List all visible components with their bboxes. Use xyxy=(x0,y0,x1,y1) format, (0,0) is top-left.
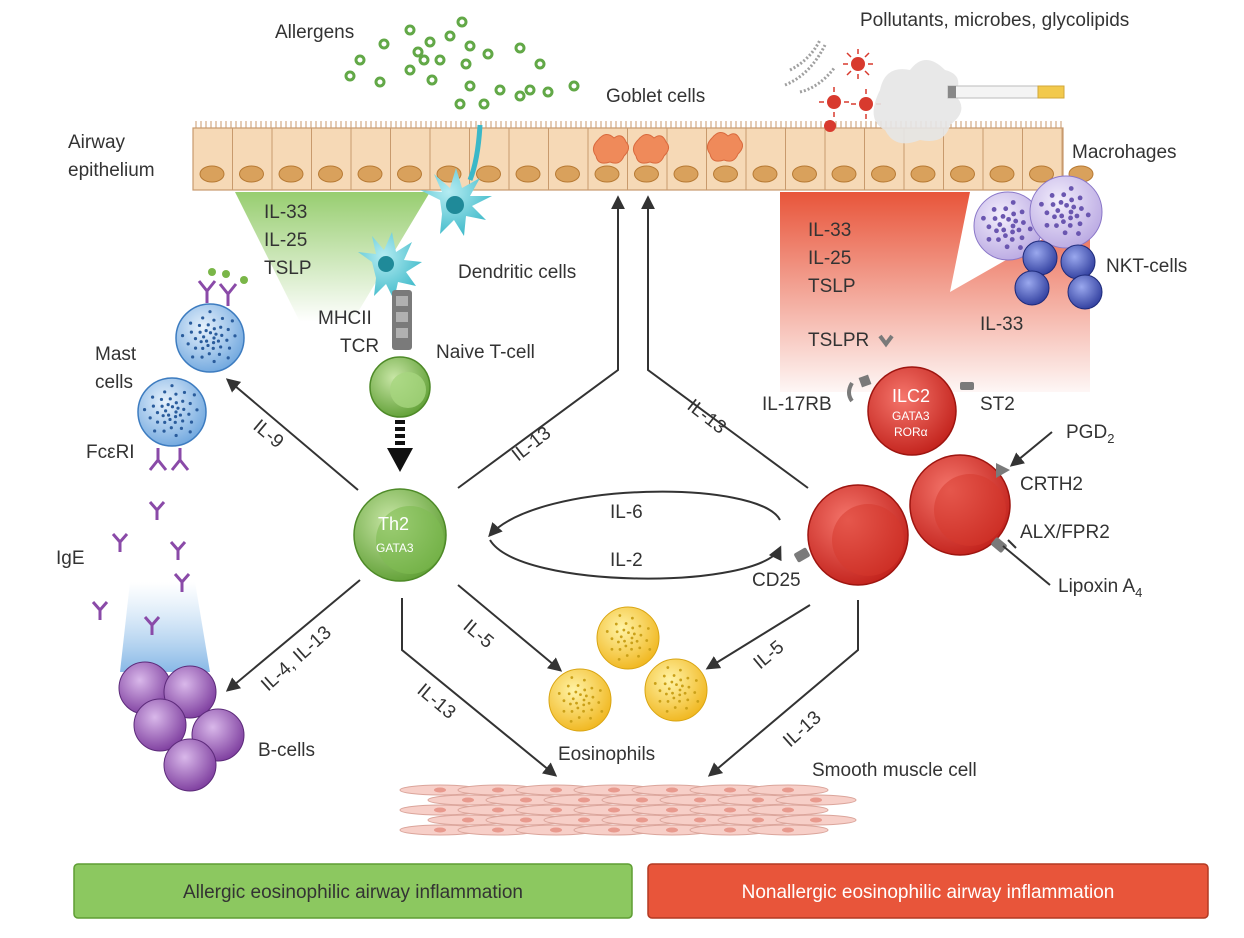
label-il33-left: IL-33 xyxy=(264,202,307,223)
macrophage-icons xyxy=(973,175,1103,261)
label-dendritic-cells: Dendritic cells xyxy=(458,262,576,283)
naive-t-cell-icon xyxy=(369,356,431,418)
label-il33-nkt: IL-33 xyxy=(980,314,1023,335)
label-st2: ST2 xyxy=(980,394,1015,415)
label-th2: Th2 xyxy=(378,514,409,534)
label-alx: ALX/FPR2 xyxy=(1020,522,1110,543)
label-il2: IL-2 xyxy=(610,550,643,571)
ilc2-receptor-icons xyxy=(794,334,1010,563)
label-bcells: B-cells xyxy=(258,740,315,761)
blue-ige-cone xyxy=(120,582,210,672)
label-lipoxin: Lipoxin A4 xyxy=(1058,576,1142,600)
green-signal-cone xyxy=(235,192,430,322)
label-mast: Mast xyxy=(95,344,137,365)
label-tslp-right: TSLP xyxy=(808,276,856,297)
dendritic-cell-icons xyxy=(358,124,492,300)
label-crth2: CRTH2 xyxy=(1020,474,1083,495)
label-eosinophils: Eosinophils xyxy=(558,744,655,765)
label-tslp-left: TSLP xyxy=(264,258,312,279)
ilc2-cell-icons xyxy=(807,366,1011,586)
label-tcr: TCR xyxy=(340,336,379,357)
label-ige: IgE xyxy=(56,548,85,569)
label-pollutants: Pollutants, microbes, glycolipids xyxy=(860,10,1129,31)
label-ilc2: ILC2 xyxy=(892,386,930,406)
red-signal-cone xyxy=(780,192,1090,392)
label-smooth-muscle: Smooth muscle cell xyxy=(812,760,977,781)
legend-nonallergic: Nonallergic eosinophilic airway inflamma… xyxy=(647,863,1209,919)
label-il33-right: IL-33 xyxy=(808,220,851,241)
label-pgd-sub: 2 xyxy=(1107,431,1114,446)
label-naive-tcell: Naive T-cell xyxy=(436,342,535,363)
mhcii-tcr-complex xyxy=(392,290,412,350)
b-cell-icons xyxy=(118,661,245,792)
legend-allergic: Allergic eosinophilic airway inflammatio… xyxy=(73,863,633,919)
label-pgd-main: PGD xyxy=(1066,422,1107,443)
label-allergens: Allergens xyxy=(275,22,354,43)
allergen-particles xyxy=(344,16,580,110)
label-il17rb: IL-17RB xyxy=(762,394,832,415)
label-epithelium: epithelium xyxy=(68,160,155,181)
label-goblet-cells: Goblet cells xyxy=(606,86,705,107)
signal-arrows xyxy=(225,195,1053,777)
airway-epithelium xyxy=(192,121,1094,191)
activation-arrow xyxy=(387,420,413,472)
label-th2-gata3: GATA3 xyxy=(376,541,414,555)
nkt-cell-icons xyxy=(1014,240,1103,310)
ige-molecule-icons xyxy=(91,501,191,635)
label-lipoxin-main: Lipoxin A xyxy=(1058,576,1135,597)
label-fceri: FcεRI xyxy=(86,442,135,463)
label-il25-right: IL-25 xyxy=(808,248,851,269)
label-cd25: CD25 xyxy=(752,570,801,591)
allergen-bound-icons xyxy=(208,268,248,284)
label-pgd: PGD2 xyxy=(1066,422,1114,446)
smooth-muscle-icon xyxy=(399,784,857,836)
pollutant-icons xyxy=(784,39,1065,144)
label-il6: IL-6 xyxy=(610,502,643,523)
label-macrophages: Macrohages xyxy=(1072,142,1177,163)
label-tslpr: TSLPR xyxy=(808,330,869,351)
label-ilc2-ror: RORα xyxy=(894,425,928,439)
legend-nonallergic-label: Nonallergic eosinophilic airway inflamma… xyxy=(742,882,1115,903)
mast-cell-icons xyxy=(137,303,245,447)
legend-allergic-label: Allergic eosinophilic airway inflammatio… xyxy=(183,882,523,903)
label-ilc2-gata3: GATA3 xyxy=(892,409,930,423)
fceri-receptor-icons xyxy=(148,280,238,471)
eosinophil-icons xyxy=(548,606,708,732)
label-lipoxin-sub: 4 xyxy=(1135,585,1142,600)
label-mhcii: MHCII xyxy=(318,308,372,329)
th2-cell-icon xyxy=(353,488,447,582)
goblet-cell-icons xyxy=(592,132,744,164)
label-airway: Airway xyxy=(68,132,126,153)
label-il25-left: IL-25 xyxy=(264,230,307,251)
label-cells: cells xyxy=(95,372,133,393)
label-nkt-cells: NKT-cells xyxy=(1106,256,1187,277)
